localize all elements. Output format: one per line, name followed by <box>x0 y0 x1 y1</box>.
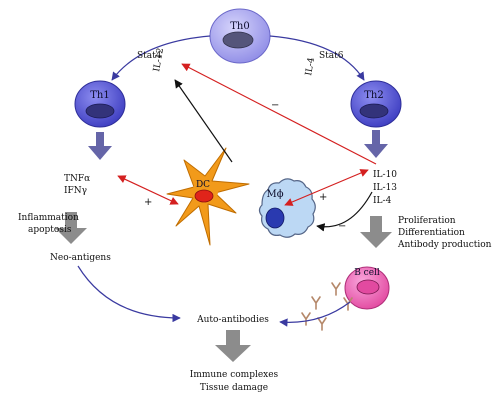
big-arrow-th2-down <box>364 130 388 158</box>
th0-cell: Th0 <box>209 8 271 64</box>
arrow-th2-inhibits-macrophage <box>316 191 373 232</box>
macrophage-cell: Mϕ <box>258 178 316 238</box>
cytokine-il4: IL-4 <box>373 196 392 206</box>
antibody-icon <box>301 312 311 326</box>
antibody-icon <box>331 282 341 296</box>
th2-cytokines: IL-10 IL-13 IL-4 <box>373 170 397 206</box>
big-arrow-th1-down <box>88 132 112 160</box>
inflammation-label: Inflammation apoptosis <box>18 213 79 235</box>
cytokine-il10: IL-10 <box>373 170 397 180</box>
bcell-effect-3: Antibody production <box>397 240 492 250</box>
th2-label: Th2 <box>364 90 383 101</box>
bcell-effect-1: Proliferation <box>398 216 456 226</box>
big-arrow-autoantibodies-down <box>215 330 251 362</box>
antibody-icon <box>317 317 327 331</box>
bcell-label: B cell <box>354 268 380 278</box>
arrow-th2-inhibits-il12 <box>181 63 377 165</box>
arrow-th0-to-th2 <box>269 35 365 81</box>
th1-cell: Th1 <box>74 80 126 128</box>
dendritic-cell: DC <box>166 147 250 246</box>
inflammation-line-2: apoptosis <box>28 225 72 235</box>
neo-antigens-label: Neo-antigens <box>50 253 111 263</box>
cytokine-ifng: IFNγ <box>64 186 87 196</box>
cytokine-il13: IL-13 <box>373 183 397 193</box>
b-cell: B cell <box>344 266 390 310</box>
antibody-icon <box>311 296 321 310</box>
il4-top-label: IL-4 <box>304 56 317 76</box>
outcomes-label: Immune complexes Tissue damage <box>190 370 279 393</box>
minus-sign-right: − <box>338 221 346 232</box>
stat4-label: Stat4 <box>137 51 162 61</box>
plus-sign-left: + <box>144 197 152 208</box>
plus-sign-right: + <box>319 192 327 203</box>
inflammation-line-1: Inflammation <box>18 213 79 223</box>
auto-antibodies-label: Auto-antibodies <box>196 315 269 325</box>
outcome-2: Tissue damage <box>200 383 268 393</box>
arrow-neoantigens-to-autoantibodies <box>77 265 181 323</box>
il12-label: IL-12 <box>152 47 166 72</box>
outcome-1: Immune complexes <box>190 370 279 380</box>
arrow-th1-dc <box>117 175 179 205</box>
arrow-dc-to-il12 <box>174 79 233 163</box>
minus-sign-top: − <box>271 100 279 111</box>
arrow-th0-to-th1 <box>111 35 211 81</box>
th0-label: Th0 <box>230 21 249 32</box>
arrow-macrophage-th2 <box>284 169 369 206</box>
stat6-label: Stat6 <box>319 51 344 61</box>
th2-cell: Th2 <box>350 80 402 128</box>
big-arrow-inflammation-down <box>55 212 87 244</box>
bcell-effects-label: Proliferation Differentiation Antibody p… <box>397 216 492 250</box>
bcell-effect-2: Differentiation <box>398 228 465 238</box>
th1-cytokines: TNFα IFNγ <box>64 174 90 196</box>
macrophage-label: Mϕ <box>266 189 283 200</box>
big-arrow-th2cytokines-down <box>360 216 392 248</box>
arrow-bcell-to-autoantibodies <box>279 301 351 327</box>
dc-label: DC <box>196 180 210 190</box>
cytokine-tnfa: TNFα <box>64 174 90 184</box>
th1-label: Th1 <box>90 90 109 101</box>
